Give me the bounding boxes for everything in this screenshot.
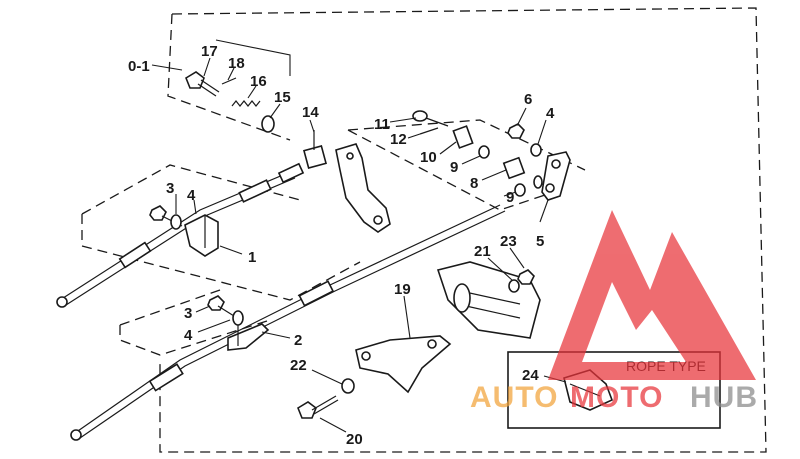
label-4-lower: 4 [184,327,193,344]
label-15: 15 [274,89,291,106]
bolt-3-upper [149,205,183,227]
washer-22 [341,378,355,394]
label-9-upper: 9 [450,159,458,176]
spring-16 [231,100,261,107]
label-3-lower: 3 [184,305,192,322]
bracket-1 [184,214,219,257]
link-plate-5 [541,151,571,201]
label-10: 10 [420,149,437,166]
label-9-lower: 9 [506,189,514,206]
group-box-cable-1 [81,164,361,301]
label-19: 19 [394,281,411,298]
label-2: 2 [294,332,302,349]
washer-4-right [530,143,542,157]
washer-4-upper [170,214,182,230]
label-24: 24 [522,367,539,384]
label-23: 23 [500,233,517,250]
washer-9-lower [514,183,526,197]
bracket-19 [355,335,452,394]
watermark-text-auto: AUTO [470,381,558,414]
automotohub-watermark: AUTO MOTO HUB [470,210,758,414]
label-18: 18 [228,55,245,72]
outer-border [159,7,767,453]
label-12: 12 [390,131,407,148]
label-17: 17 [201,43,218,60]
label-4-right: 4 [546,105,555,122]
label-16: 16 [250,73,267,90]
group-box-linkage [347,119,586,211]
pin-18 [221,77,237,85]
leader-lines [151,39,567,433]
washer-15 [261,115,275,133]
label-21: 21 [474,243,491,260]
washer-21 [508,279,520,293]
label-11: 11 [374,116,390,133]
label-22: 22 [290,357,307,374]
lever-arm [335,143,391,233]
label-8: 8 [470,175,478,192]
watermark-text-moto: MOTO [570,381,663,414]
bolt-11 [412,110,449,127]
label-assembly-0-1: 0-1 [128,58,150,75]
label-3-upper: 3 [166,180,174,197]
washer-9-upper [478,145,490,159]
spacer-10 [452,125,474,149]
nut-23 [517,269,535,285]
throttle-cable [56,162,305,308]
joint-8 [502,156,526,180]
washer-4-lower [232,310,244,326]
label-1: 1 [248,249,256,266]
group-box-cable-2 [119,289,271,356]
watermark-text-hub: HUB [690,381,758,414]
nut-6 [507,123,525,139]
washer-right-lower [533,175,543,189]
watermark-mountain-logo [548,210,756,380]
shift-cable [70,204,506,441]
bracket-2 [227,322,270,351]
pin-12 [419,127,439,135]
label-5: 5 [536,233,544,250]
label-6: 6 [524,91,532,108]
bolt-3-lower [207,295,235,317]
bolt-17 [185,71,220,97]
connector-14 [302,130,328,170]
bolt-20 [297,395,339,419]
label-20: 20 [346,431,363,448]
label-14: 14 [302,104,319,121]
label-4-upper: 4 [187,187,196,204]
